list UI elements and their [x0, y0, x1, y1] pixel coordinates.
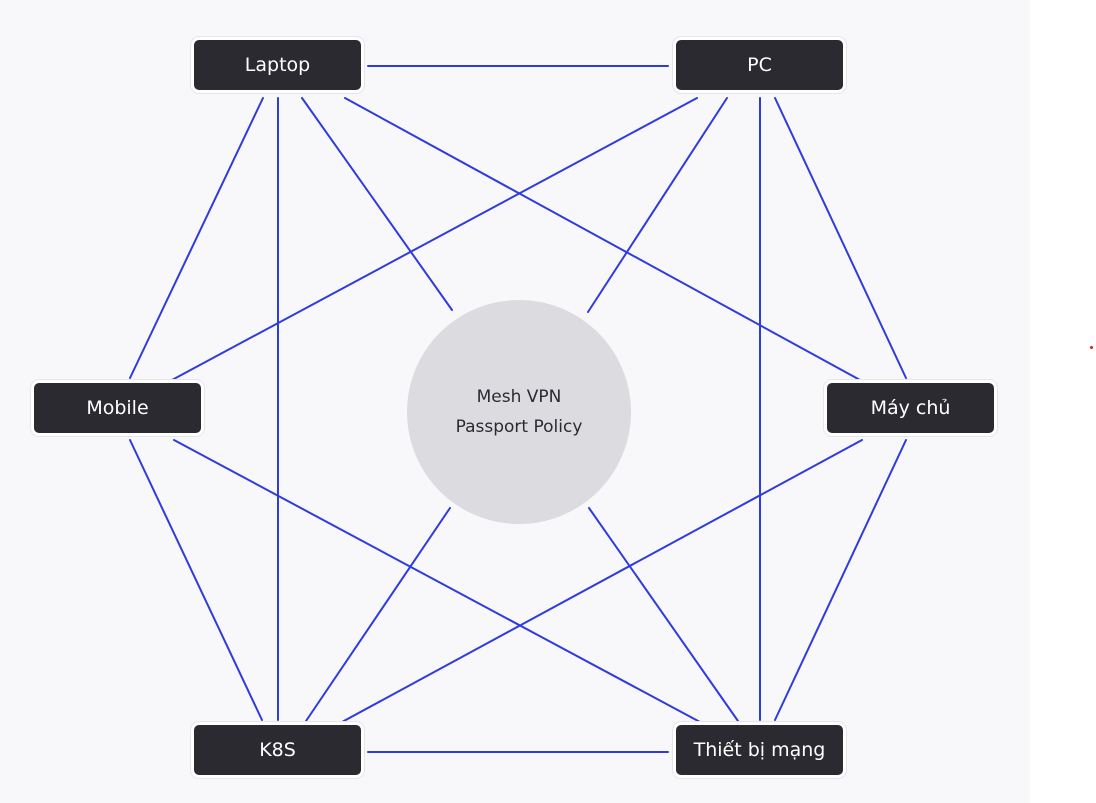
edge-mobile-k8s: [129, 439, 263, 721]
node-server-label: Máy chủ: [870, 397, 951, 419]
edge-hub-k8s: [305, 507, 451, 722]
node-network-device: Thiết bị mạng: [673, 722, 846, 778]
edge-server-k8s: [341, 439, 863, 723]
edge-laptop-hub: [301, 97, 453, 311]
node-pc: PC: [673, 37, 846, 93]
node-k8s: K8S: [191, 722, 364, 778]
node-laptop: Laptop: [191, 37, 364, 93]
node-network-device-label: Thiết bị mạng: [693, 739, 826, 761]
marker-dot: [1090, 346, 1093, 349]
edge-pc-server: [774, 97, 907, 379]
hub-title-line2: Passport Policy: [455, 417, 583, 437]
hub-title-line1: Mesh VPN: [476, 387, 562, 407]
node-k8s-label: K8S: [259, 739, 296, 761]
edge-laptop-mobile: [129, 97, 264, 379]
edge-mobile-network: [173, 439, 701, 723]
node-pc-label: PC: [747, 54, 772, 76]
node-mobile: Mobile: [31, 380, 204, 436]
node-server: Máy chủ: [824, 380, 997, 436]
edge-hub-network: [588, 507, 739, 722]
edge-pc-mobile: [171, 97, 698, 381]
edge-server-network: [774, 439, 907, 721]
edge-laptop-server: [344, 97, 861, 381]
hub-circle: Mesh VPN Passport Policy: [407, 300, 631, 524]
node-laptop-label: Laptop: [244, 54, 311, 76]
node-mobile-label: Mobile: [86, 397, 149, 419]
edge-pc-hub: [587, 97, 728, 313]
